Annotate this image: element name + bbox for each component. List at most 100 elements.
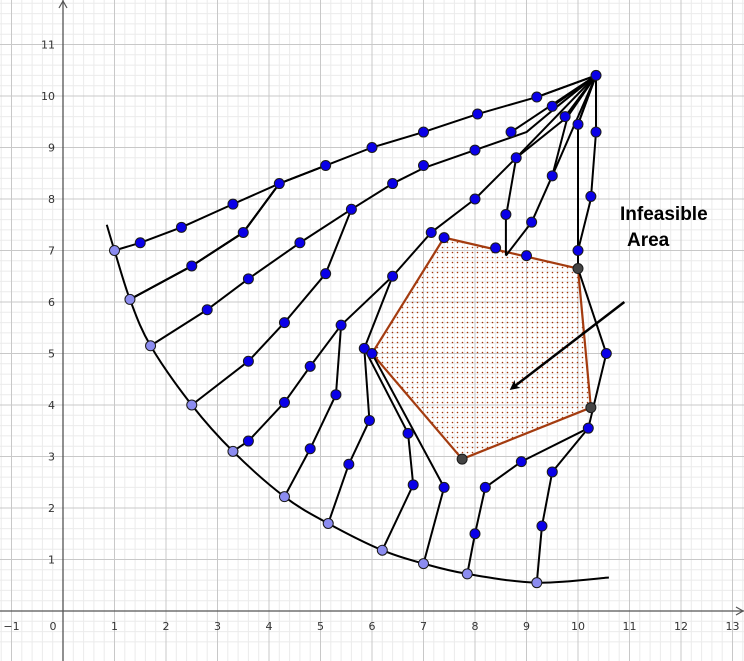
infeasible-area-annotation: Infeasible Area	[509, 204, 708, 391]
node	[175, 221, 187, 233]
x-tick-label: 13	[726, 620, 740, 633]
edge-path	[505, 221, 533, 257]
x-tick-label: 2	[163, 620, 170, 633]
region-vertex-node	[572, 263, 584, 275]
node	[425, 226, 437, 238]
annotation-arrow	[509, 301, 626, 391]
node	[237, 226, 249, 238]
edge-path	[363, 347, 415, 551]
node	[335, 319, 347, 331]
boundary-node	[124, 293, 136, 305]
node	[526, 216, 538, 228]
edge-path	[504, 157, 518, 256]
node	[582, 422, 594, 434]
node	[330, 389, 342, 401]
edge-path	[283, 325, 343, 498]
boundary-node	[322, 517, 334, 529]
node	[304, 360, 316, 372]
infeasible-region-border	[370, 236, 592, 461]
node	[358, 342, 370, 354]
infeasible-region	[370, 236, 592, 461]
y-tick-label: 4	[48, 399, 55, 412]
y-tick-label: 6	[48, 296, 55, 309]
region-vertex-node	[585, 402, 597, 414]
apex-spoke	[564, 74, 597, 118]
node	[546, 100, 558, 112]
x-axis-arrow-icon	[735, 606, 744, 616]
edge-path	[535, 427, 590, 583]
node	[469, 193, 481, 205]
node	[536, 520, 548, 532]
node	[418, 160, 429, 172]
y-tick-label: 11	[41, 39, 55, 52]
x-tick-label: 4	[266, 620, 273, 633]
node	[469, 144, 481, 156]
node	[304, 443, 316, 455]
node	[320, 160, 332, 172]
node	[387, 270, 399, 282]
node	[242, 435, 254, 447]
y-tick-label: 10	[41, 90, 55, 103]
nodes	[109, 69, 612, 589]
edge-path	[129, 182, 281, 301]
edge-path	[129, 182, 281, 301]
node	[590, 126, 602, 138]
node	[505, 126, 517, 138]
boundary-node	[227, 445, 239, 457]
node	[600, 348, 612, 359]
y-tick-label: 3	[48, 451, 55, 464]
node	[407, 479, 419, 491]
boundary-node	[376, 544, 388, 556]
y-tick-label: 9	[48, 142, 55, 155]
y-tick-label: 2	[48, 502, 55, 515]
node	[521, 250, 532, 262]
boundary-node	[418, 558, 429, 570]
node	[572, 245, 584, 256]
y-tick-label: 5	[48, 348, 55, 361]
node	[585, 190, 597, 202]
node	[469, 528, 481, 540]
region-vertex-node	[456, 453, 468, 465]
node	[510, 152, 522, 164]
x-tick-label: 8	[472, 620, 479, 633]
node	[278, 317, 290, 329]
x-tick-label: 6	[369, 620, 376, 633]
y-tick-label: 1	[48, 554, 55, 567]
node	[345, 203, 357, 215]
node	[227, 198, 239, 210]
node	[273, 178, 285, 190]
node	[472, 108, 484, 120]
apex-spoke	[536, 74, 597, 98]
x-tick-label: 11	[623, 620, 637, 633]
annotation-line2: Area	[627, 230, 670, 251]
node	[201, 304, 213, 316]
annotation-line1: Infeasible	[620, 204, 708, 225]
x-tick-label: 3	[214, 620, 221, 633]
x-tick-label: 10	[571, 620, 585, 633]
node	[572, 118, 584, 130]
boundary-node	[278, 491, 290, 503]
infeasible-region-fill	[372, 237, 591, 460]
node	[546, 466, 558, 478]
x-tick-label: 1	[111, 620, 118, 633]
y-tick-label: 7	[48, 245, 55, 258]
node	[343, 458, 355, 470]
edge-path	[327, 275, 394, 524]
node	[320, 268, 332, 280]
x-tick-label: 12	[674, 620, 688, 633]
node	[278, 396, 290, 408]
node	[242, 355, 254, 367]
boundary-node	[186, 399, 198, 411]
node	[387, 178, 399, 190]
node	[590, 69, 602, 81]
apex-spoke	[577, 75, 597, 125]
y-axis-arrow-icon	[58, 0, 68, 9]
x-tick-label: 7	[420, 620, 427, 633]
node	[242, 273, 254, 285]
node	[366, 348, 378, 359]
boundary-node	[109, 245, 120, 256]
node	[500, 208, 512, 220]
